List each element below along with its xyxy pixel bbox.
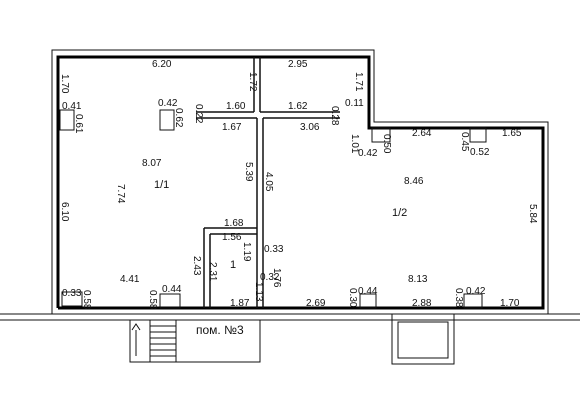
dim-b-044b: 0.44 — [358, 286, 378, 297]
room-label-1-2: 1/2 — [392, 207, 407, 219]
dim-r-165: 1.65 — [502, 128, 522, 139]
dim-c-042: 0.42 — [158, 98, 178, 109]
dim-b-033: 0.33 — [62, 288, 82, 299]
dim-left-170: 1.70 — [59, 74, 70, 94]
dim-b-288: 2.88 — [412, 298, 432, 309]
dim-s-168: 1.68 — [224, 218, 244, 229]
dim-b-042: 0.42 — [466, 286, 486, 297]
dim-r-052: 0.52 — [470, 147, 490, 158]
dim-r-101: 1.01 — [349, 134, 360, 154]
stair — [129, 319, 261, 363]
dim-b-441: 4.41 — [120, 274, 140, 285]
dim-b-269: 2.69 — [306, 298, 326, 309]
dim-a-405: 4.05 — [263, 172, 274, 192]
room-labels: 1/1 1/2 1 — [154, 179, 407, 271]
outer-contour — [0, 49, 580, 321]
dim-c-167: 1.67 — [222, 122, 242, 133]
dim-s-156: 1.56 — [222, 232, 242, 243]
dim-a-846: 8.46 — [404, 176, 424, 187]
dim-a-774: 7.74 — [115, 184, 126, 204]
dim-top-295: 2.95 — [288, 59, 308, 70]
dim-r-264: 2.64 — [412, 128, 432, 139]
dim-s-113: 1.13 — [253, 282, 264, 302]
dim-s-231: 2.31 — [207, 262, 218, 282]
dim-b-170: 1.70 — [500, 298, 520, 309]
dim-b-187: 1.87 — [230, 298, 250, 309]
dim-s-032: 0.32 — [260, 272, 280, 283]
dim-mid-172: 1.72 — [247, 72, 258, 92]
interior-walls — [196, 57, 340, 308]
dim-c-306: 3.06 — [300, 122, 320, 133]
dim-c-028: 0.28 — [329, 106, 340, 126]
dim-a-584: 5.84 — [527, 204, 538, 224]
dim-s-243: 2.43 — [191, 256, 202, 276]
lower-box — [391, 313, 455, 365]
dim-b-058b: 0.58 — [147, 290, 158, 310]
dim-c-160: 1.60 — [226, 101, 246, 112]
dim-a-539: 5.39 — [243, 162, 254, 182]
dim-b-030: 0.30 — [347, 288, 358, 308]
dim-r-042: 0.42 — [358, 148, 378, 159]
dimension-labels: 6.20 2.95 1.70 1.72 1.71 0.41 0.61 0.42 … — [59, 59, 538, 310]
dim-s-033: 0.33 — [264, 244, 284, 255]
wall-niches — [59, 109, 487, 309]
dim-s-119: 1.19 — [241, 242, 252, 262]
dim-c-011: 0.11 — [345, 98, 364, 109]
dim-w-041: 0.41 — [62, 101, 82, 112]
stair-room-label: пом. №3 — [196, 323, 244, 337]
dim-r-045: 0.45 — [459, 132, 470, 152]
dim-c-162: 1.62 — [288, 101, 308, 112]
dim-b-044a: 0.44 — [162, 284, 182, 295]
dim-c-062: 0.62 — [173, 108, 184, 128]
dim-w-061: 0.61 — [73, 114, 84, 134]
dim-b-038: 0.38 — [453, 288, 464, 308]
dim-b-813: 8.13 — [408, 274, 428, 285]
dim-b-058a: 0.58 — [81, 290, 92, 310]
dim-c-022: 0.22 — [193, 104, 204, 124]
dim-s-176: 1.76 — [271, 268, 282, 288]
room-label-1: 1 — [230, 259, 236, 271]
dim-r-050: 0.50 — [381, 134, 392, 154]
exterior-walls — [56, 55, 545, 310]
dim-right-171: 1.71 — [353, 72, 364, 92]
room-label-1-1: 1/1 — [154, 179, 169, 191]
dim-top-620: 6.20 — [152, 59, 172, 70]
dim-a-610: 6.10 — [59, 202, 70, 222]
dim-a-807: 8.07 — [142, 158, 162, 169]
